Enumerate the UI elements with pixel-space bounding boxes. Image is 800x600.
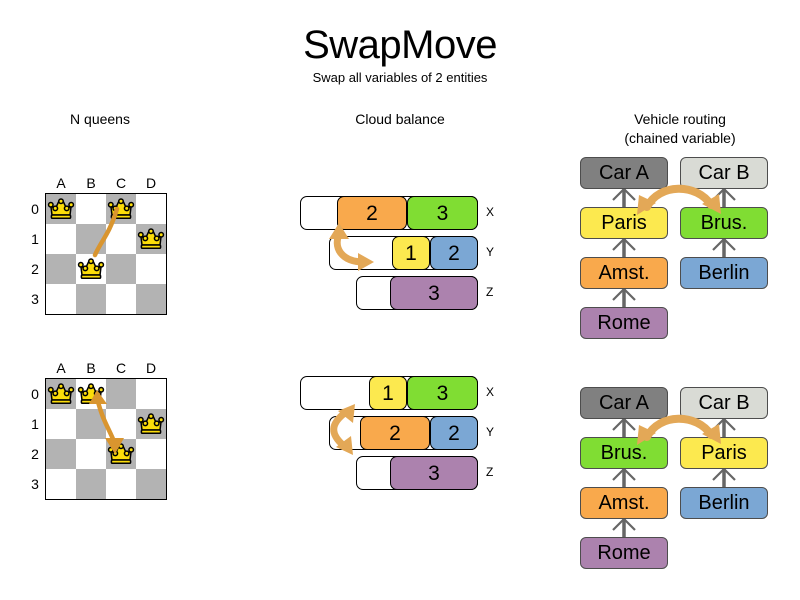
process-block-2[interactable]: 2 xyxy=(430,416,478,450)
board-cell-C3[interactable] xyxy=(106,469,136,499)
vrp-node-rome[interactable]: Rome xyxy=(580,307,668,339)
board-cell-C1[interactable] xyxy=(106,224,136,254)
vrp-node-berlin[interactable]: Berlin xyxy=(680,487,768,519)
board-cell-D1[interactable] xyxy=(136,409,166,439)
section-heading-cloudbalance: Cloud balance xyxy=(355,111,445,127)
vrp-node-car-b[interactable]: Car B xyxy=(680,387,768,419)
vrp-node-paris[interactable]: Paris xyxy=(580,207,668,239)
process-block-3[interactable]: 3 xyxy=(390,456,478,490)
board-cell-C2[interactable] xyxy=(106,439,136,469)
process-block-2[interactable]: 2 xyxy=(360,416,430,450)
computer-label-x: X xyxy=(486,205,495,219)
board-cell-B2[interactable] xyxy=(76,254,106,284)
page-subtitle: Swap all variables of 2 entities xyxy=(312,70,488,85)
computer-label-y: Y xyxy=(486,245,495,259)
computer-label-z: Z xyxy=(486,285,494,299)
board-cell-A1[interactable] xyxy=(46,224,76,254)
section-heading-vehiclerouting: Vehicle routing (chained variable) xyxy=(580,110,780,148)
board-column-label-c: C xyxy=(115,175,127,191)
board-cell-C0[interactable] xyxy=(106,379,136,409)
board-cell-A2[interactable] xyxy=(46,439,76,469)
computer-label-x: X xyxy=(486,385,495,399)
board-cell-A0[interactable] xyxy=(46,379,76,409)
vrp-node-amst[interactable]: Amst. xyxy=(580,487,668,519)
vrp-node-amst[interactable]: Amst. xyxy=(580,257,668,289)
process-block-2[interactable]: 2 xyxy=(430,236,478,270)
board-column-label-b: B xyxy=(86,175,96,191)
board-cell-C1[interactable] xyxy=(106,409,136,439)
board-row-label-3: 3 xyxy=(31,291,39,307)
process-block-2[interactable]: 2 xyxy=(337,196,407,230)
vrp-swap-arrow-before xyxy=(637,184,721,215)
board-cell-B1[interactable] xyxy=(76,409,106,439)
board-cell-B0[interactable] xyxy=(76,379,106,409)
board-cell-D0[interactable] xyxy=(136,194,166,224)
computer-label-z: Z xyxy=(486,465,494,479)
board-cell-B3[interactable] xyxy=(76,469,106,499)
board-cell-A3[interactable] xyxy=(46,469,76,499)
board-column-label-b: B xyxy=(86,360,96,376)
board-row-label-1: 1 xyxy=(31,231,39,247)
vrp-heading-line2: (chained variable) xyxy=(624,130,736,146)
section-heading-nqueens: N queens xyxy=(70,111,130,127)
board-cell-A1[interactable] xyxy=(46,409,76,439)
process-block-3[interactable]: 3 xyxy=(390,276,478,310)
board-cell-B0[interactable] xyxy=(76,194,106,224)
vrp-node-car-b[interactable]: Car B xyxy=(680,157,768,189)
board-cell-D2[interactable] xyxy=(136,254,166,284)
board-cell-B2[interactable] xyxy=(76,439,106,469)
vrp-node-car-a[interactable]: Car A xyxy=(580,387,668,419)
chessboard-grid[interactable]: A B C D 0 1 2 3 xyxy=(31,360,167,500)
board-cell-C3[interactable] xyxy=(106,284,136,314)
chessboard-grid[interactable]: A B C D 0 1 2 3 xyxy=(31,175,167,315)
vrp-node-brus[interactable]: Brus. xyxy=(680,207,768,239)
chessboard-before[interactable]: A B C D 0 1 2 3 xyxy=(31,175,167,315)
board-cell-D2[interactable] xyxy=(136,439,166,469)
board-cell-A3[interactable] xyxy=(46,284,76,314)
board-column-label-a: A xyxy=(56,360,66,376)
board-cell-D3[interactable] xyxy=(136,469,166,499)
vrp-node-car-a[interactable]: Car A xyxy=(580,157,668,189)
chessboard-after[interactable]: A B C D 0 1 2 3 xyxy=(31,360,167,500)
board-row-label-0: 0 xyxy=(31,201,39,217)
vrp-node-brus[interactable]: Brus. xyxy=(580,437,668,469)
computer-label-y: Y xyxy=(486,425,495,439)
board-column-label-d: D xyxy=(145,360,157,376)
board-cell-B1[interactable] xyxy=(76,224,106,254)
vrp-heading-line1: Vehicle routing xyxy=(634,111,726,127)
process-block-1[interactable]: 1 xyxy=(392,236,430,270)
vrp-node-rome[interactable]: Rome xyxy=(580,537,668,569)
board-column-label-d: D xyxy=(145,175,157,191)
page-title: SwapMove xyxy=(303,23,497,67)
board-column-label-a: A xyxy=(56,175,66,191)
board-row-label-2: 2 xyxy=(31,446,39,462)
board-cell-C2[interactable] xyxy=(106,254,136,284)
board-row-label-1: 1 xyxy=(31,416,39,432)
vrp-node-berlin[interactable]: Berlin xyxy=(680,257,768,289)
board-cell-B3[interactable] xyxy=(76,284,106,314)
process-block-3[interactable]: 3 xyxy=(407,376,478,410)
process-block-1[interactable]: 1 xyxy=(369,376,407,410)
board-cell-A0[interactable] xyxy=(46,194,76,224)
board-row-label-2: 2 xyxy=(31,261,39,277)
board-cell-D0[interactable] xyxy=(136,379,166,409)
vrp-node-paris[interactable]: Paris xyxy=(680,437,768,469)
process-block-3[interactable]: 3 xyxy=(407,196,478,230)
board-cell-D3[interactable] xyxy=(136,284,166,314)
board-column-label-c: C xyxy=(115,360,127,376)
board-cell-C0[interactable] xyxy=(106,194,136,224)
board-cell-D1[interactable] xyxy=(136,224,166,254)
vrp-swap-arrow-after xyxy=(637,414,721,445)
board-cell-A2[interactable] xyxy=(46,254,76,284)
board-row-label-3: 3 xyxy=(31,476,39,492)
board-row-label-0: 0 xyxy=(31,386,39,402)
